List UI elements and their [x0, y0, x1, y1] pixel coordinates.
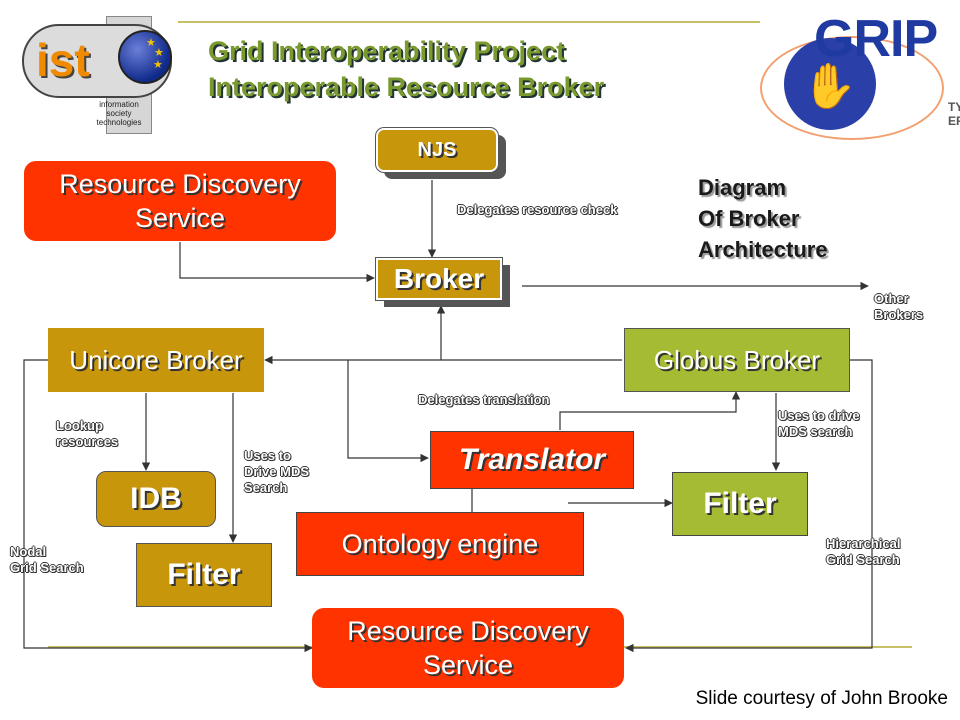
ist-caption-2: society	[106, 109, 132, 118]
translator-box: Translator	[430, 431, 634, 489]
lookup-resources-label: Lookup resources	[56, 418, 118, 450]
grip-fragment-1: TY	[948, 100, 960, 114]
rds-bottom-line-1: Resource Discovery	[347, 616, 589, 646]
slide-credit: Slide courtesy of John Brooke	[695, 688, 948, 709]
hierarchical-grid-search-label: Hierarchical Grid Search	[826, 536, 900, 568]
nodal-loop-arrow	[23, 359, 313, 653]
globus-broker-box: Globus Broker	[624, 328, 850, 392]
heading-line-2: Of Broker	[698, 206, 800, 231]
other-brokers-line-2: Brokers	[874, 307, 924, 322]
uses-drive-mds-right-label: Uses to drive MDS search	[778, 408, 860, 440]
to-translator-arrow	[347, 360, 429, 463]
filter-right-box: Filter	[672, 472, 808, 536]
nodal-line-1: Nodal	[10, 544, 47, 559]
ist-text: ist	[36, 34, 90, 86]
filter-left-label: Filter	[167, 558, 241, 591]
unicore-broker-box: Unicore Broker	[48, 328, 264, 392]
title-line-1: Grid Interoperability Project	[208, 36, 566, 66]
lookup-line-1: Lookup	[56, 418, 103, 433]
njs-label: NJS	[417, 138, 457, 161]
rds-bottom-box: Resource Discovery Service	[312, 608, 624, 688]
ist-caption-3: technologies	[96, 118, 142, 127]
delegates-resource-check-label: Delegates resource check	[457, 202, 618, 217]
idb-label: IDB	[130, 482, 182, 515]
hierarchical-loop-arrow	[625, 359, 873, 653]
grip-fragment-2: ER	[948, 114, 960, 128]
other-brokers-line-1: Other	[874, 291, 909, 306]
ist-caption-1: information	[99, 100, 139, 109]
rds-broker-arrow	[179, 242, 375, 283]
title-line-2: Interoperable Resource Broker	[208, 72, 605, 102]
rds-top-line-1: Resource Discovery	[59, 169, 301, 199]
ist-logo: ist ★ ★ ★ information society technologi…	[14, 16, 174, 134]
ontology-engine-box: Ontology engine	[296, 512, 584, 576]
njs-box: NJS	[376, 128, 498, 172]
nodal-line-2: Grid Search	[10, 560, 84, 575]
uses-drive-mds-left-label: Uses to Drive MDS Search	[244, 448, 309, 496]
broker-label: Broker	[393, 263, 485, 294]
delegates-translation-arrow	[559, 391, 741, 430]
globe-icon: ★ ★ ★	[118, 30, 172, 84]
other-brokers-label: Other Brokers	[874, 291, 923, 323]
rds-bottom-line-2: Service	[422, 650, 514, 680]
ontology-engine-label: Ontology engine	[341, 528, 539, 559]
delegates-translation-label: Delegates translation	[418, 392, 550, 407]
diagram-heading: Diagram Of Broker Architecture	[698, 172, 828, 265]
globus-broker-label: Globus Broker	[653, 344, 821, 375]
grip-logo: ✋ GRIP TY ER	[760, 8, 960, 140]
unicore-broker-label: Unicore Broker	[69, 344, 243, 375]
filter-left-box: Filter	[136, 543, 272, 607]
nodal-grid-search-label: Nodal Grid Search	[10, 544, 84, 576]
page-title: Grid Interoperability Project Interopera…	[208, 33, 604, 105]
uses-drive-left-line-1: Uses to	[244, 448, 291, 463]
rds-top-box: Resource Discovery Service	[24, 161, 336, 241]
idb-box: IDB	[96, 471, 216, 527]
heading-line-1: Diagram	[698, 175, 787, 200]
handshake-icon: ✋	[784, 38, 876, 130]
uses-drive-right-line-2: MDS search	[778, 424, 853, 439]
hierarchical-line-2: Grid Search	[826, 552, 900, 567]
translator-label: Translator	[458, 443, 606, 476]
filter-right-label: Filter	[703, 487, 777, 520]
heading-line-3: Architecture	[698, 237, 828, 262]
uses-drive-left-line-3: Search	[244, 480, 288, 495]
grip-text: GRIP	[814, 10, 938, 68]
broker-box: Broker	[376, 258, 502, 300]
hierarchical-line-1: Hierarchical	[826, 536, 901, 551]
uses-drive-left-line-2: Drive MDS	[244, 464, 310, 479]
lookup-line-2: resources	[56, 434, 119, 449]
rds-top-line-2: Service	[134, 203, 226, 233]
uses-drive-right-line-1: Uses to drive	[778, 408, 860, 423]
